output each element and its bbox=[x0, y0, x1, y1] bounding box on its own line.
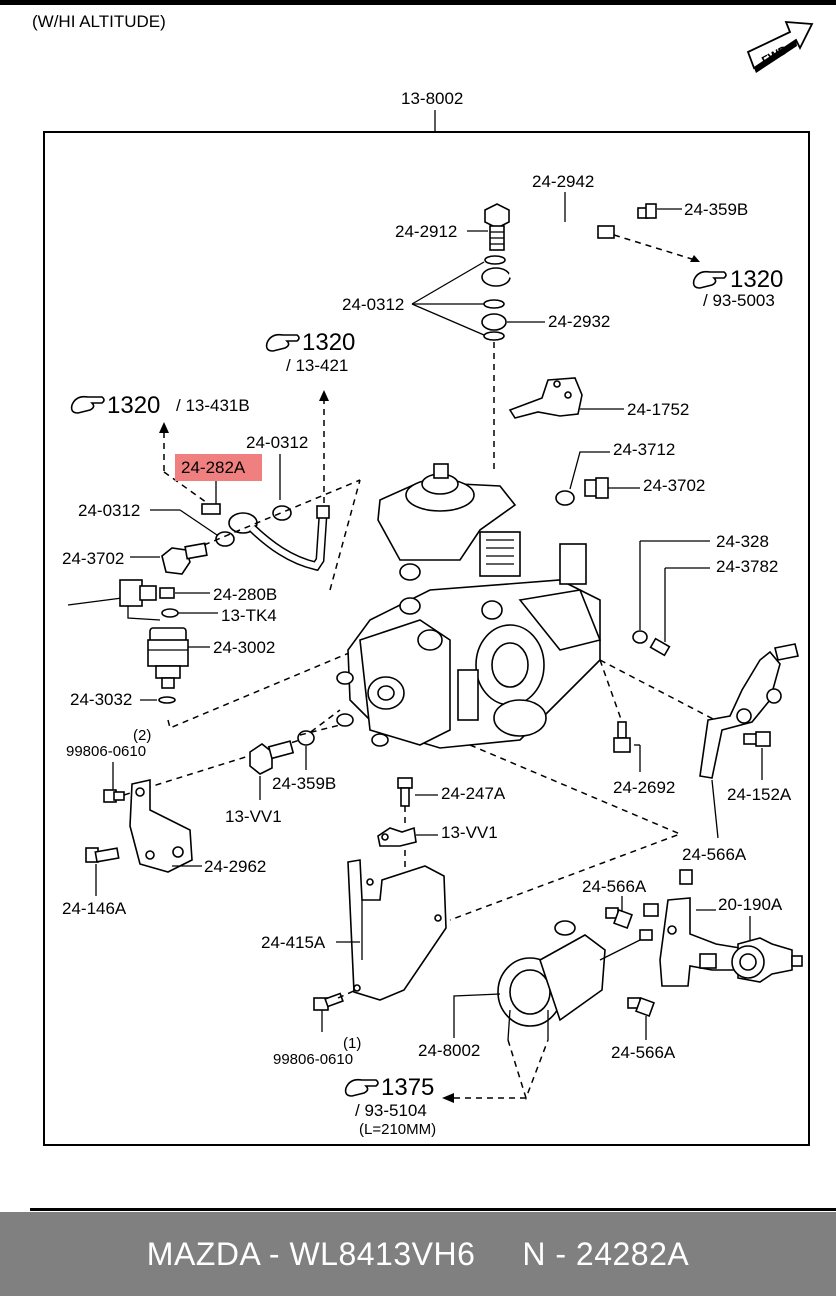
assembly-ref: 13-8002 bbox=[401, 89, 463, 108]
nut-13-TK4 bbox=[159, 587, 175, 599]
callout-24-328: 24-328 bbox=[716, 532, 769, 551]
callout-24-0312-a: 24-0312 bbox=[342, 295, 404, 314]
washer-b bbox=[483, 299, 505, 309]
ref-b-section: 1320 bbox=[302, 329, 355, 356]
actuator-24-8002 bbox=[497, 920, 653, 1041]
footer-bar: MAZDA - WL8413VH6 N - 24282A bbox=[0, 1212, 836, 1296]
callout-99806-0610-a: 99806-0610 bbox=[66, 743, 146, 760]
ref-d: 1375 / 93-5104 (L=210MM) bbox=[344, 1074, 436, 1138]
banjo-bolt-24-2912 bbox=[484, 203, 510, 251]
bolt-24-566A-b bbox=[605, 907, 633, 929]
callout-24-2912: 24-2912 bbox=[395, 222, 457, 241]
callout-24-2962: 24-2962 bbox=[204, 857, 266, 876]
washer-24-2692 bbox=[297, 730, 315, 746]
callout-24-3712: 24-3712 bbox=[613, 440, 675, 459]
ref-b: 1320 / 13-421 bbox=[265, 329, 355, 375]
footer-text: MAZDA - WL8413VH6 N - 24282A bbox=[146, 1235, 690, 1272]
callout-24-3032: 24-3032 bbox=[70, 690, 132, 709]
washer-c bbox=[483, 331, 505, 341]
ref-a: 1320 / 93-5003 bbox=[692, 266, 783, 310]
callout-24-566A-c: 24-566A bbox=[611, 1043, 676, 1062]
callout-24-1752: 24-1752 bbox=[627, 400, 689, 419]
ref-a-page: / 93-5003 bbox=[703, 291, 775, 310]
callout-99806-0610-b: 99806-0610 bbox=[273, 1051, 353, 1068]
qty-1: (1) bbox=[343, 1035, 361, 1052]
callout-24-280B: 24-3702 bbox=[62, 549, 124, 568]
callout-24-0312-b: 24-0312 bbox=[246, 433, 308, 452]
callout-24-8002: 24-8002 bbox=[418, 1041, 480, 1060]
callout-24-3002: 24-3002 bbox=[213, 638, 275, 657]
footer-separator bbox=[30, 1208, 836, 1211]
screw-24-359B-b bbox=[743, 731, 771, 747]
callout-24-415A: 24-415A bbox=[261, 933, 326, 952]
bolt-24-146A bbox=[85, 847, 120, 863]
callout-24-2942: 24-2942 bbox=[532, 172, 594, 191]
bolt-24-566A-a bbox=[397, 777, 413, 807]
oring-24-3032 bbox=[158, 696, 176, 704]
ref-a-section: 1320 bbox=[730, 266, 783, 293]
callout-24-152A: 13-VV1 bbox=[225, 807, 282, 826]
bolt-24-280B bbox=[161, 542, 208, 575]
washer-d bbox=[215, 531, 235, 547]
bracket-24-2962 bbox=[129, 779, 193, 873]
callout-24-1862: 13-TK4 bbox=[221, 606, 277, 625]
ref-d-section: 1375 bbox=[381, 1074, 434, 1101]
gasket-24-2932 bbox=[481, 313, 507, 331]
qty-2: (2) bbox=[133, 727, 151, 744]
callout-24-2692: 24-359B bbox=[272, 774, 336, 793]
variant-note: (W/HI ALTITUDE) bbox=[32, 12, 166, 31]
washer-24-328 bbox=[632, 630, 648, 644]
washer-e bbox=[272, 505, 292, 521]
ref-c: 1320 / 13-431B bbox=[70, 392, 250, 419]
injection-pump-body bbox=[336, 463, 602, 749]
top-border bbox=[0, 0, 836, 5]
solenoid-24-3002 bbox=[147, 627, 189, 689]
callout-24-566A-b: 24-566A bbox=[582, 877, 647, 896]
bolt-24-152A bbox=[249, 740, 295, 775]
ref-c-page: / 13-431B bbox=[176, 396, 250, 415]
callout-24-566A-a: 24-247A bbox=[441, 784, 506, 803]
callout-24-3782: 24-3782 bbox=[716, 557, 778, 576]
ref-d-page: / 93-5104 bbox=[355, 1101, 427, 1120]
callout-24-2932: 24-2932 bbox=[548, 312, 610, 331]
ref-c-section: 1320 bbox=[107, 392, 160, 419]
ref-b-page: / 13-421 bbox=[286, 356, 348, 375]
lever-24-173A bbox=[699, 643, 799, 779]
callout-20-190A: 20-190A bbox=[718, 895, 783, 914]
callout-24-3702: 24-3702 bbox=[643, 476, 705, 495]
screw-24-359B-top bbox=[637, 203, 657, 219]
banjo-pipe-24-2942 bbox=[481, 225, 615, 287]
washer-24-3712 bbox=[555, 490, 575, 506]
switch-20-190A bbox=[643, 869, 803, 987]
bolt-99806-0610-b bbox=[313, 992, 344, 1011]
fwd-arrow-icon: FWD bbox=[746, 20, 814, 73]
plug-24-3702 bbox=[584, 477, 609, 499]
bracket-24-415A bbox=[347, 859, 447, 1001]
screw-24-3782 bbox=[649, 637, 671, 657]
callout-24-173A: 24-566A bbox=[682, 845, 747, 864]
pipe-24-282A bbox=[201, 503, 330, 572]
callout-24-247A: 13-VV1 bbox=[441, 823, 498, 842]
assembly-frame bbox=[43, 131, 810, 1146]
bracket-24-1752 bbox=[508, 377, 583, 419]
callout-24-282A: 24-282A bbox=[181, 458, 246, 477]
bracket-24-247A bbox=[377, 826, 417, 847]
callout-13-TK4: 24-280B bbox=[213, 585, 277, 604]
washer-a bbox=[484, 255, 506, 265]
sensor-13-TK4 bbox=[67, 579, 161, 621]
valve-13-VV1 bbox=[613, 721, 631, 753]
bolt-24-566A-c bbox=[627, 997, 655, 1017]
callout-24-359B-b: 24-152A bbox=[727, 785, 792, 804]
washer-24-1862 bbox=[161, 608, 179, 618]
callout-13-VV1: 24-2692 bbox=[613, 778, 675, 797]
callout-24-146A: 24-146A bbox=[62, 899, 127, 918]
highlight-24-282A bbox=[175, 454, 262, 481]
ref-d-note: (L=210MM) bbox=[359, 1121, 436, 1138]
callout-24-0312-c: 24-0312 bbox=[78, 501, 140, 520]
callout-24-359B: 24-359B bbox=[684, 200, 748, 219]
bolt-99806-0610-a bbox=[103, 789, 125, 803]
